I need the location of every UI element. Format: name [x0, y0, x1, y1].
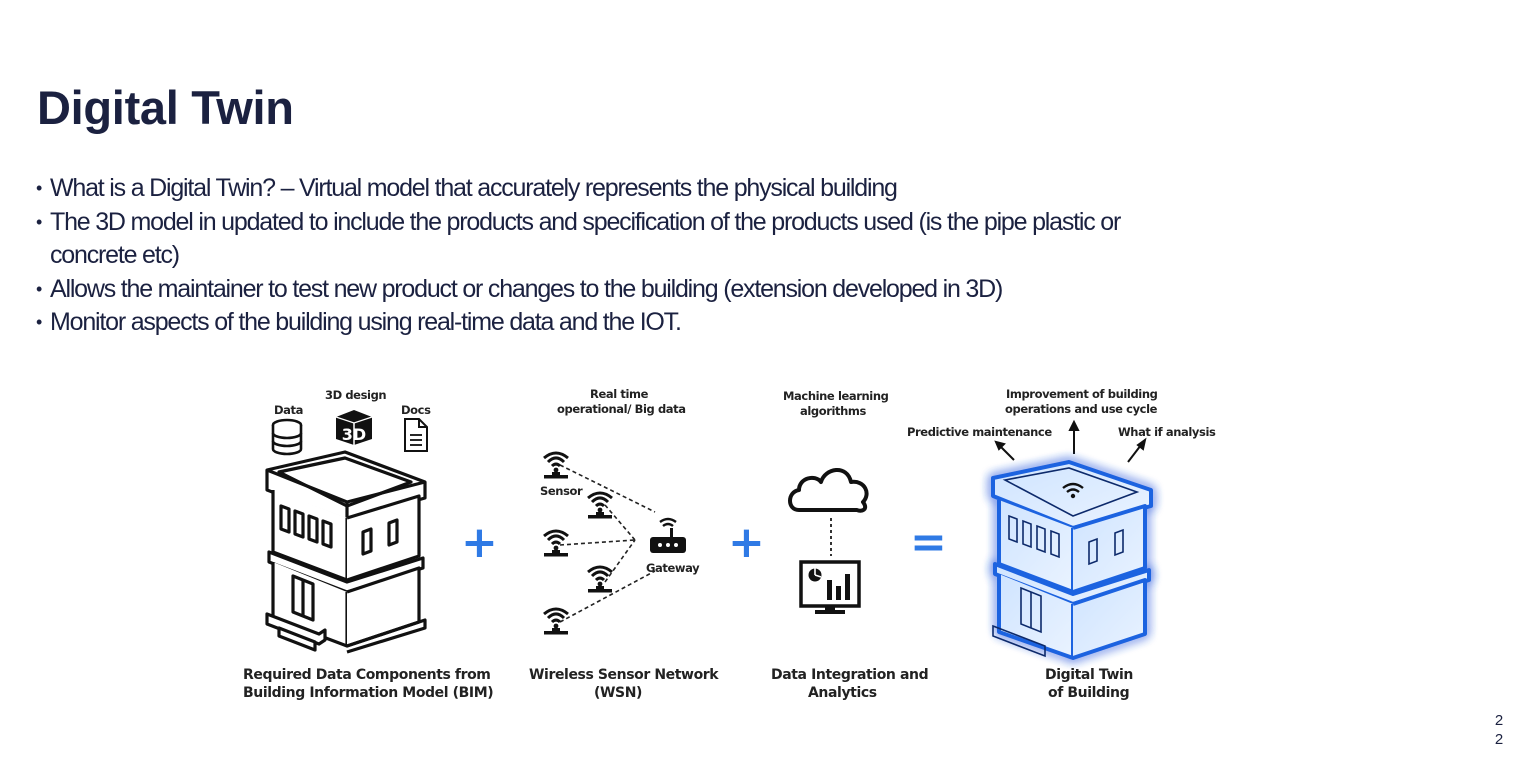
database-icon	[271, 418, 303, 456]
what-if-analysis-label: What if analysis	[1118, 425, 1216, 439]
arrows-icon	[994, 419, 1147, 463]
sensor-label: Sensor	[540, 484, 583, 498]
sensor-network-graphic	[543, 451, 686, 635]
page-number-digit: 2	[1494, 731, 1504, 748]
wifi-sensor-icon	[587, 565, 613, 593]
wifi-icon	[1062, 482, 1084, 499]
gateway-label: Gateway	[646, 561, 700, 575]
page-number: 2 2	[1493, 711, 1505, 749]
wifi-sensor-icons	[543, 451, 613, 635]
analytics-monitor-icon	[799, 560, 861, 614]
gateway-router-icon	[650, 517, 686, 553]
bullet-dot: •	[36, 278, 42, 299]
bullet-dot: •	[36, 211, 42, 232]
3d-cube-icon: 3D	[335, 410, 373, 445]
wsn-heading-line1: Real time	[590, 387, 648, 401]
analytics-caption-line1: Data Integration and	[771, 667, 929, 683]
wifi-sensor-icon	[543, 529, 569, 557]
bullet-dot: •	[36, 178, 42, 198]
twin-heading-line1: Improvement of building	[1006, 387, 1158, 401]
bim-3d-design-label: 3D design	[325, 388, 387, 402]
document-icon	[404, 418, 428, 452]
building-outline-icon	[265, 450, 427, 654]
bullet-item: • The 3D model in updated to include the …	[36, 206, 1210, 273]
slide-title: Digital Twin	[37, 81, 294, 134]
twin-caption-line2: of Building	[1048, 685, 1130, 701]
analytics-heading-line1: Machine learning	[783, 389, 889, 403]
bim-caption-line1: Required Data Components from	[243, 667, 491, 683]
twin-caption-line1: Digital Twin	[1045, 667, 1133, 683]
bim-caption-line2: Building Information Model (BIM)	[243, 685, 494, 701]
bullet-dot: •	[36, 312, 42, 332]
wsn-caption-line1: Wireless Sensor Network	[529, 667, 719, 683]
digital-twin-building-icon	[991, 460, 1153, 660]
bim-docs-label: Docs	[401, 403, 431, 417]
wifi-sensor-icon	[543, 451, 569, 479]
dotted-connector	[830, 518, 832, 556]
equals-operator-icon: =	[910, 517, 947, 568]
bullet-text: What is a Digital Twin? – Virtual model …	[50, 174, 898, 202]
wsn-heading-line2: operational/ Big data	[557, 402, 686, 416]
plus-operator-icon: +	[461, 517, 498, 568]
bim-data-label: Data	[274, 403, 303, 417]
predictive-maintenance-label: Predictive maintenance	[907, 425, 1052, 439]
bullet-item: • Monitor aspects of the building using r…	[36, 306, 1236, 340]
wifi-sensor-icon	[543, 607, 569, 635]
page-number-digit: 2	[1494, 712, 1504, 729]
digital-twin-diagram: 3D design Data Docs 3D	[230, 380, 1230, 710]
analytics-heading-line2: algorithms	[800, 404, 866, 418]
analytics-caption-line2: Analytics	[808, 685, 877, 701]
bullet-text: The 3D model in updated to include the p…	[50, 207, 1121, 270]
bullet-text: Monitor aspects of the building using re…	[50, 308, 682, 336]
plus-operator-icon: +	[728, 517, 765, 568]
bullet-text: Allows the maintainer to test new produc…	[50, 274, 1003, 303]
bullet-list: • What is a Digital Twin? – Virtual model…	[36, 172, 1236, 340]
wifi-sensor-icon	[587, 491, 613, 519]
3d-cube-text: 3D	[342, 425, 366, 444]
bullet-item: • Allows the maintainer to test new produ…	[36, 273, 1236, 307]
wsn-caption-line2: (WSN)	[594, 685, 643, 701]
twin-heading-line2: operations and use cycle	[1005, 402, 1158, 416]
cloud-icon	[788, 468, 869, 513]
bullet-item: • What is a Digital Twin? – Virtual model…	[36, 172, 1236, 206]
